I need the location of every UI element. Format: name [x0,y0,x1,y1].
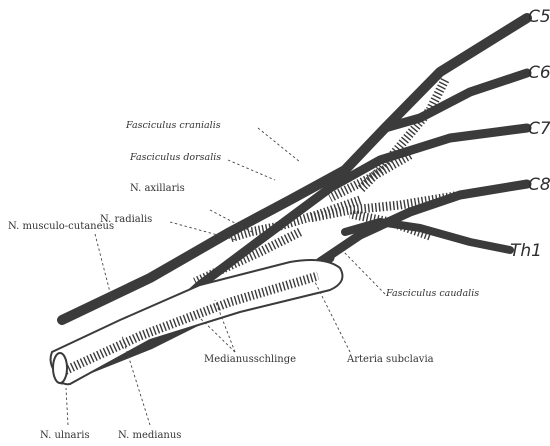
label-fasciculus-cranialis: Fasciculus cranialis [125,120,221,131]
label-fasciculus-dorsalis: Fasciculus dorsalis [129,152,221,163]
root-label-c5: C5 [528,7,550,27]
root-label-c7: C7 [528,119,550,139]
root-label-c6: C6 [528,63,550,83]
label-arteria-subclavia: Arteria subclavia [346,354,434,365]
label-n-musculocutaneus: N. musculo-cutaneus [8,221,114,232]
label-fasciculus-caudalis: Fasciculus caudalis [385,288,479,299]
root-label-th1: Th1 [510,241,542,261]
nerve-th1 [345,222,510,250]
arteria-subclavia [51,260,343,384]
root-label-c8: C8 [528,175,550,195]
label-n-ulnaris: N. ulnaris [40,430,90,441]
label-n-medianus: N. medianus [118,430,181,441]
label-n-axillaris: N. axillaris [130,183,185,194]
label-medianusschlinge: Medianusschlinge [204,354,296,365]
